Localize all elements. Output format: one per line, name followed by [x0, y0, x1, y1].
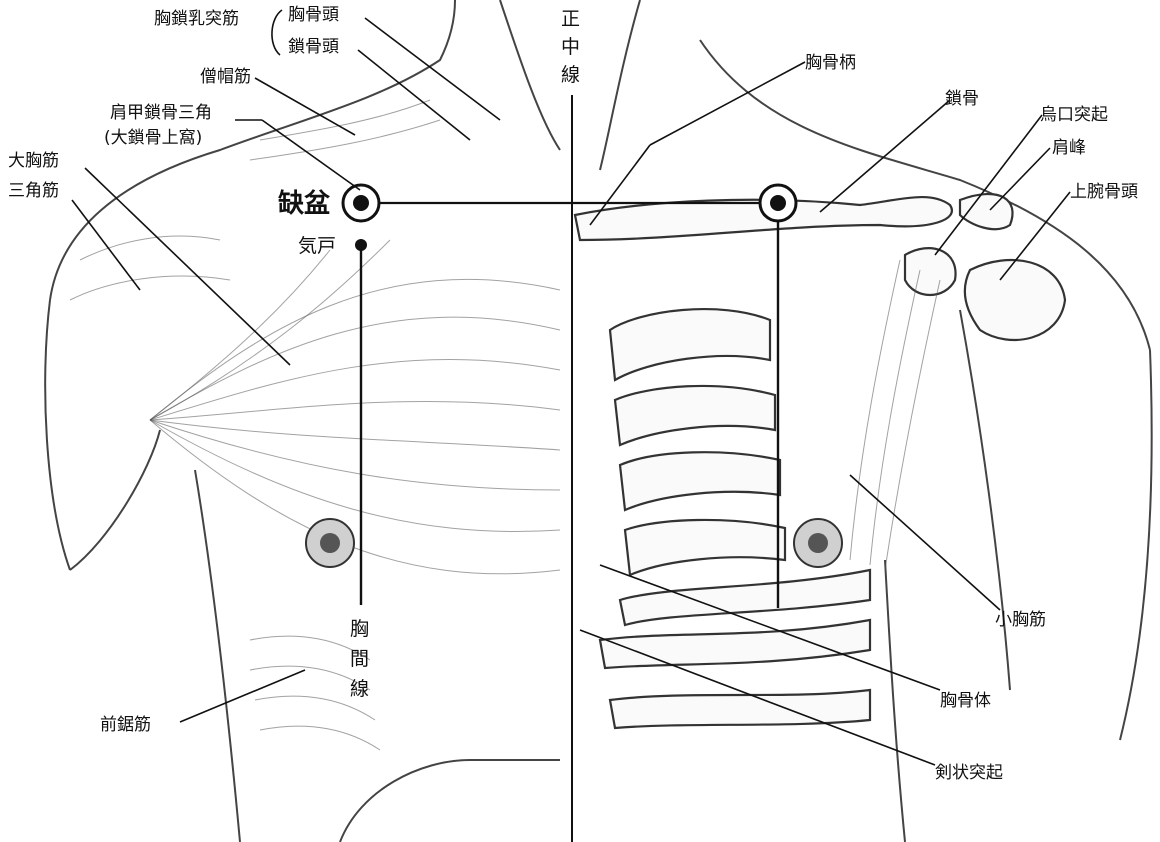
label-scapuloclavicular-triangle: 肩甲鎖骨三角: [110, 103, 212, 123]
label-clavicle: 鎖骨: [945, 89, 979, 109]
label-mammary-line-char: 線: [350, 678, 369, 700]
pectoralis-minor-shading: [850, 260, 940, 570]
label-mammary-line-char: 胸: [350, 618, 369, 640]
label-ketsubon: 缺盆: [278, 188, 331, 219]
label-deltoid: 三角筋: [8, 181, 59, 201]
label-kiko: 気戸: [298, 235, 336, 257]
ketsubon-point-left: [343, 185, 379, 221]
label-midline-char: 線: [561, 64, 580, 86]
label-coracoid-process: 烏口突起: [1040, 105, 1108, 125]
label-mammary-line: 胸 間 線: [350, 618, 369, 700]
label-midline: 正 中 線: [561, 8, 580, 86]
body-outline: [45, 0, 1152, 842]
label-mammary-line-char: 間: [350, 648, 369, 670]
pectoralis-major-shading: [70, 100, 560, 574]
label-sternum-body: 胸骨体: [940, 691, 991, 711]
right-nipple: [794, 519, 842, 567]
label-midline-char: 中: [561, 36, 580, 58]
label-sternal-head: 胸骨頭: [288, 5, 339, 25]
ketsubon-point-right: [760, 185, 796, 221]
label-scm: 胸鎖乳突筋: [154, 9, 239, 29]
label-trapezius: 僧帽筋: [200, 67, 251, 87]
label-pectoralis-major: 大胸筋: [8, 151, 59, 171]
label-clavicular-head: 鎖骨頭: [288, 37, 339, 57]
label-pectoralis-minor: 小胸筋: [995, 610, 1046, 630]
label-manubrium: 胸骨柄: [805, 53, 856, 73]
label-xiphoid-process: 剣状突起: [935, 763, 1003, 783]
left-nipple: [306, 519, 354, 567]
label-humeral-head: 上腕骨頭: [1070, 182, 1138, 202]
label-serratus-anterior: 前鋸筋: [100, 715, 151, 735]
label-supraclavicular-fossa: (大鎖骨上窩): [104, 128, 202, 148]
label-acromion: 肩峰: [1052, 138, 1086, 158]
kiko-point: [355, 239, 367, 251]
rib-cage: [600, 309, 870, 728]
label-midline-char: 正: [561, 8, 580, 30]
